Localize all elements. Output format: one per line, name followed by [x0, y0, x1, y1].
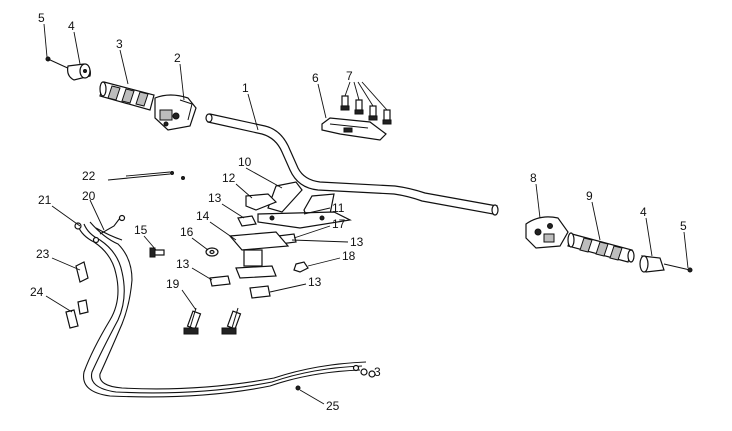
part-22-pin — [107, 171, 185, 181]
callout-5-left: 5 — [38, 11, 45, 25]
part-16-washer — [205, 247, 219, 257]
part-25-screw — [295, 385, 301, 391]
part-5-right-bolt — [663, 263, 693, 273]
callout-2: 2 — [174, 51, 181, 65]
part-13-bushing-low — [249, 285, 271, 299]
callout-3-cable: 3 — [374, 365, 381, 379]
callout-17: 17 — [332, 217, 346, 231]
part-3-left-grip — [99, 81, 155, 111]
callout-8: 8 — [530, 171, 537, 185]
callout-4-left: 4 — [68, 19, 75, 33]
callouts: 5 4 3 2 1 6 7 10 12 13 14 16 15 13 19 11… — [30, 11, 687, 413]
callout-1: 1 — [242, 81, 249, 95]
callout-16: 16 — [180, 225, 194, 239]
callout-23: 23 — [36, 247, 50, 261]
callout-15: 15 — [134, 223, 148, 237]
part-24-connector — [65, 299, 89, 329]
callout-5-right: 5 — [680, 219, 687, 233]
callout-7: 7 — [346, 69, 353, 83]
part-13-bushing-mid — [209, 275, 231, 287]
callout-13-top: 13 — [208, 191, 222, 205]
part-2-left-switch — [154, 94, 197, 131]
part-14-riser-base — [228, 231, 290, 279]
leader-lines — [43, 23, 689, 405]
callout-12: 12 — [222, 171, 236, 185]
part-19-riser-bolts — [183, 307, 242, 335]
callout-4-right: 4 — [640, 205, 647, 219]
callout-13-right: 13 — [350, 235, 364, 249]
callout-19: 19 — [166, 277, 180, 291]
part-1-handlebar — [205, 113, 499, 216]
callout-3-left: 3 — [116, 37, 123, 51]
part-11-riser-plate — [257, 211, 352, 229]
part-13-bushing-top — [237, 215, 257, 227]
part-23-clip — [75, 261, 89, 283]
callout-22: 22 — [82, 169, 96, 183]
part-4-right-bar-end — [639, 255, 665, 273]
callout-13-mid: 13 — [176, 257, 190, 271]
callout-14: 14 — [196, 209, 210, 223]
part-8-right-switch — [525, 216, 569, 249]
callout-6: 6 — [312, 71, 319, 85]
callout-13-low: 13 — [308, 275, 322, 289]
part-18-nut — [293, 261, 309, 273]
part-7-clamp-bolts — [340, 95, 392, 125]
part-9-right-grip — [567, 232, 635, 263]
part-20-21-cables — [74, 214, 376, 398]
part-12-clamp-plate — [245, 193, 278, 211]
callout-20: 20 — [82, 189, 96, 203]
callout-24: 24 — [30, 285, 44, 299]
callout-9: 9 — [586, 189, 593, 203]
part-6-clamp — [321, 117, 387, 141]
part-4-left-bar-end — [67, 63, 91, 81]
callout-21: 21 — [38, 193, 52, 207]
part-15-bolt — [149, 247, 165, 258]
callout-10: 10 — [238, 155, 252, 169]
callout-18: 18 — [342, 249, 356, 263]
callout-25: 25 — [326, 399, 340, 413]
callout-11: 11 — [332, 201, 345, 215]
